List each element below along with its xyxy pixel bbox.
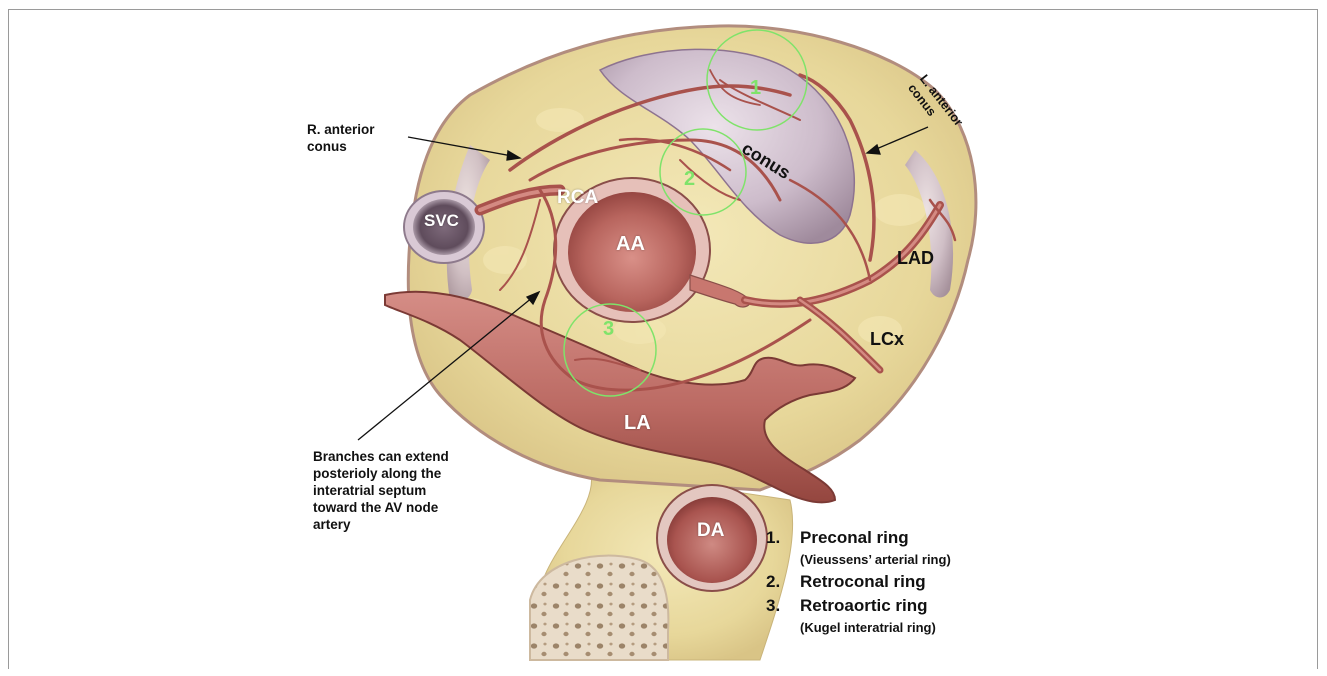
legend-subtitle: (Vieussens’ arterial ring)	[800, 552, 951, 567]
legend-title: Preconal ring	[800, 528, 909, 548]
ring-number-1: 1	[750, 77, 761, 100]
legend-title: Retroconal ring	[800, 572, 926, 592]
legend-number: 3.	[766, 596, 780, 616]
annotation-branches: Branches can extend posterioly along the…	[313, 448, 449, 533]
ring-legend: 1. Preconal ring (Vieussens’ arterial ri…	[766, 528, 1026, 640]
label-lcx: LCx	[870, 329, 904, 350]
label-da: DA	[697, 520, 724, 542]
label-lad: LAD	[897, 248, 934, 269]
label-svc: SVC	[424, 211, 459, 231]
label-rca: RCA	[557, 187, 598, 209]
legend-subtitle-row-1: (Vieussens’ arterial ring)	[766, 552, 1026, 572]
label-aa: AA	[616, 233, 645, 256]
label-la: LA	[624, 412, 651, 435]
legend-number: 1.	[766, 528, 780, 548]
legend-subtitle-row-3: (Kugel interatrial ring)	[766, 620, 1026, 640]
legend-subtitle: (Kugel interatrial ring)	[800, 620, 936, 635]
ring-number-3: 3	[603, 318, 614, 341]
annotation-r-anterior-conus: R. anterior conus	[307, 121, 375, 155]
legend-number: 2.	[766, 572, 780, 592]
legend-title: Retroaortic ring	[800, 596, 928, 616]
ring-number-2: 2	[684, 168, 695, 191]
legend-item-3: 3. Retroaortic ring	[766, 596, 1026, 620]
legend-item-2: 2. Retroconal ring	[766, 572, 1026, 596]
legend-item-1: 1. Preconal ring	[766, 528, 1026, 552]
vertebra	[530, 556, 668, 660]
